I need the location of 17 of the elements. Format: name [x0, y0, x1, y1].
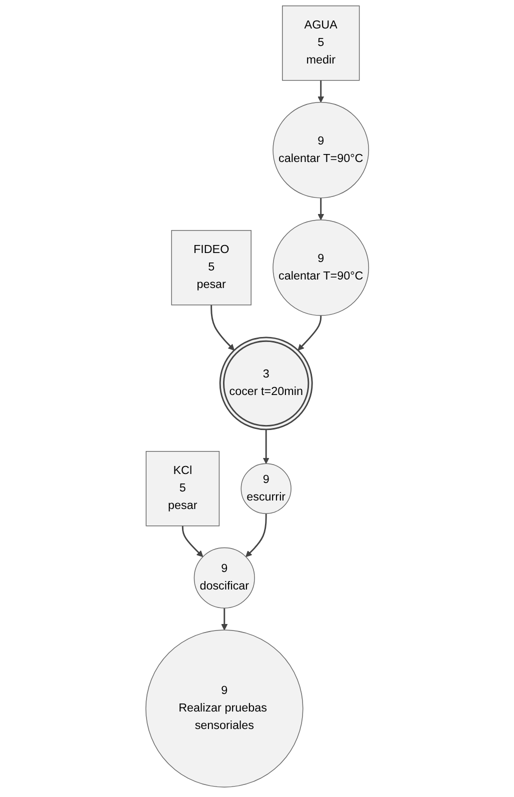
- arrow: [245, 514, 267, 558]
- node-circle: 9 calentar T=90°C: [272, 102, 369, 198]
- arrow: [317, 80, 324, 103]
- node-circle: 9 escurrir: [240, 463, 292, 514]
- arrow: [262, 429, 270, 464]
- node-box: FIDEO 5 pesar: [170, 230, 252, 306]
- node-circle: 9 Realizar pruebas sensoriales: [145, 630, 304, 788]
- node-circle: 3 cocer t=20min: [219, 336, 313, 430]
- arrow: [297, 316, 322, 351]
- node-box: AGUA 5 medir: [282, 5, 360, 81]
- node-circle: 9 doscificar: [194, 547, 255, 608]
- node-circle: 9 calentar T=90°C: [272, 220, 369, 316]
- arrow: [220, 608, 228, 630]
- node-box: KCl 5 pesar: [146, 451, 220, 526]
- arrow: [317, 198, 324, 220]
- arrow: [210, 304, 234, 351]
- arrow: [182, 526, 203, 558]
